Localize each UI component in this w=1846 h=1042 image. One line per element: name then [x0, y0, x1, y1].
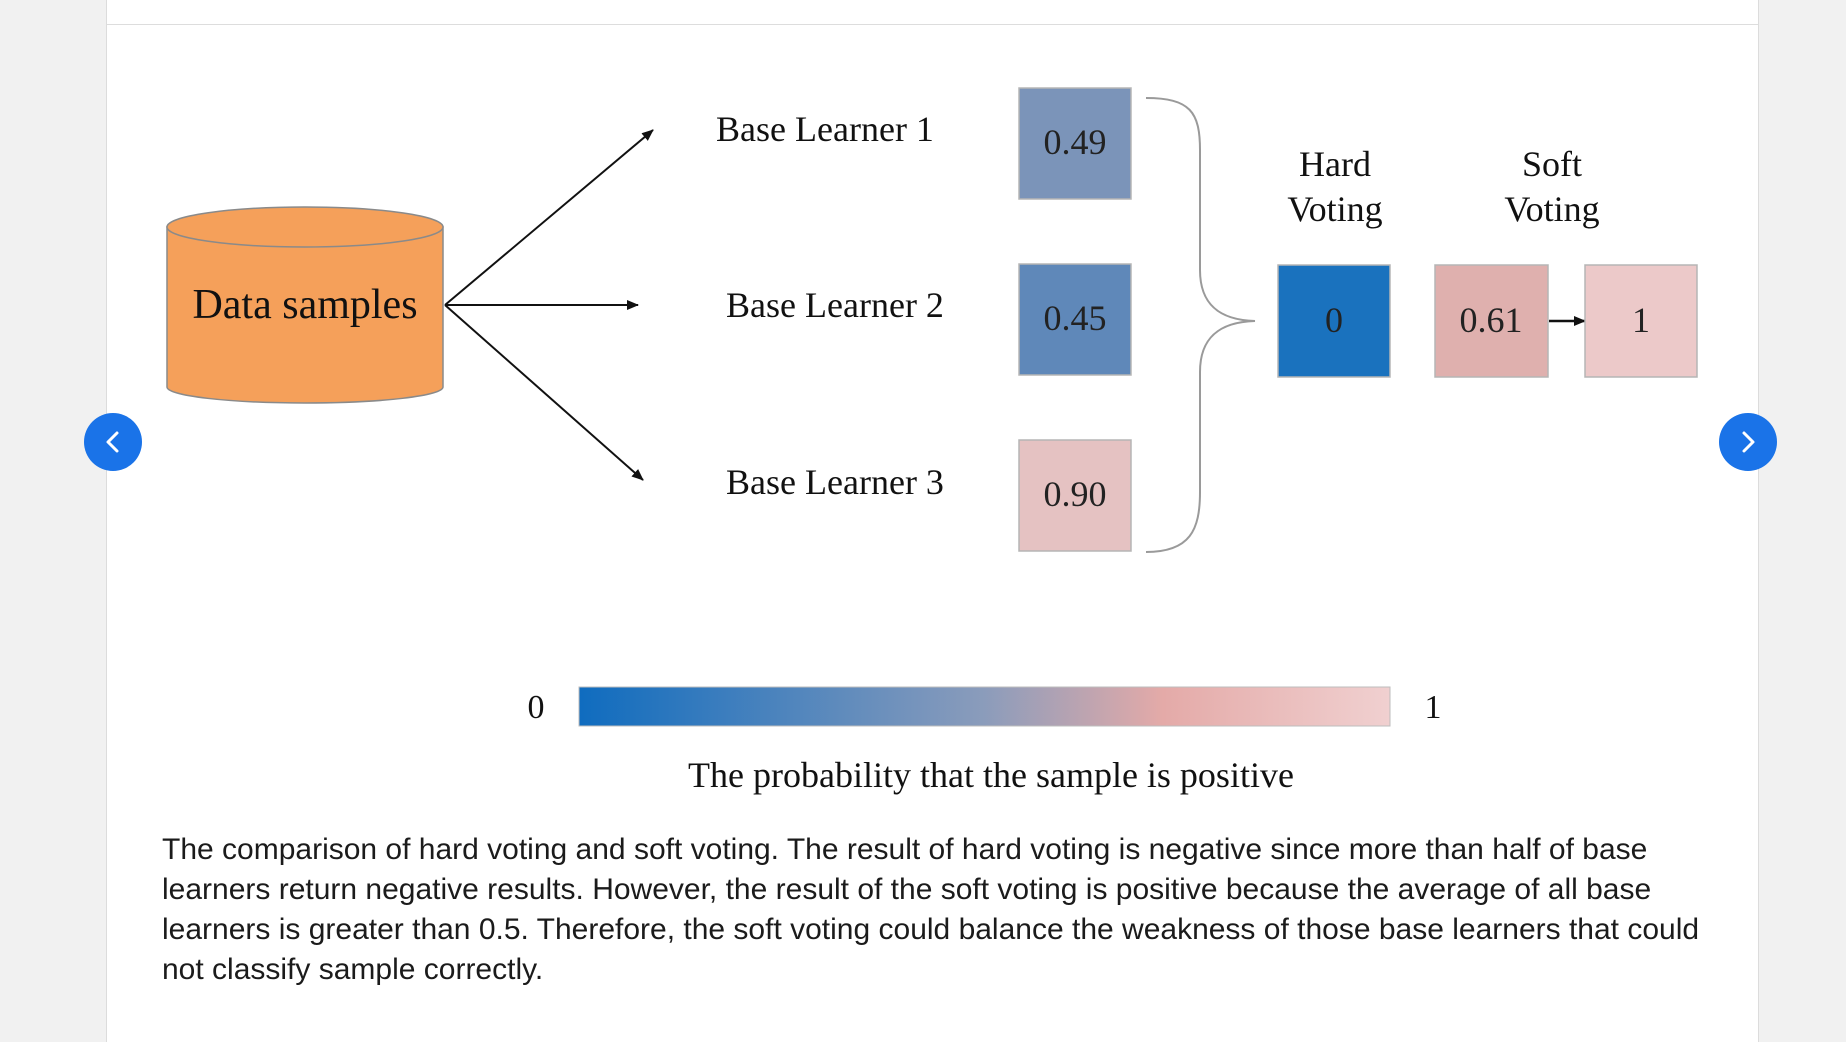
learner-1-label: Base Learner 1 — [716, 109, 934, 149]
hard-voting-result: 0 — [1325, 300, 1343, 340]
hard-voting-heading-line1: Hard — [1299, 144, 1371, 184]
colorbar-title: The probability that the sample is posit… — [688, 755, 1294, 795]
learner-1-probability-box — [1018, 87, 1132, 200]
learner-arrows — [444, 129, 654, 481]
learner-2-probability-box — [1018, 263, 1132, 376]
learner-3-probability-box — [1018, 439, 1132, 552]
aggregation-brace — [1145, 97, 1256, 553]
divider — [107, 24, 1758, 25]
learner-1-probability: 0.49 — [1044, 122, 1107, 162]
colorbar-min-label: 0 — [528, 689, 545, 726]
soft-voting-heading-line1: Soft — [1522, 144, 1582, 184]
soft-voting-average-box — [1434, 264, 1549, 378]
figure-caption: The comparison of hard voting and soft v… — [162, 833, 1700, 986]
learner-2-label: Base Learner 2 — [726, 285, 944, 325]
learner-3-label: Base Learner 3 — [726, 462, 944, 502]
arrow-to-learner-3 — [444, 304, 644, 481]
chevron-right-icon — [1742, 431, 1755, 453]
figure-card — [106, 0, 1759, 1042]
soft-voting-heading-line2: Voting — [1504, 189, 1599, 229]
data-samples-cylinder: Data samples — [166, 206, 444, 404]
learner-2-probability: 0.45 — [1044, 298, 1107, 338]
soft-voting-average: 0.61 — [1460, 300, 1523, 340]
next-slide-button[interactable] — [1719, 413, 1777, 471]
hard-voting-heading-line2: Voting — [1287, 189, 1382, 229]
learner-3-probability: 0.90 — [1044, 474, 1107, 514]
hard-voting-result-box — [1277, 264, 1391, 378]
arrow-to-learner-1 — [444, 129, 654, 306]
data-samples-label: Data samples — [192, 282, 417, 328]
soft-voting-result-box — [1584, 264, 1698, 378]
soft-voting-result: 1 — [1632, 300, 1650, 340]
colorbar — [578, 686, 1391, 727]
chevron-left-icon — [106, 431, 119, 453]
colorbar-max-label: 1 — [1425, 689, 1442, 726]
previous-slide-button[interactable] — [84, 413, 142, 471]
